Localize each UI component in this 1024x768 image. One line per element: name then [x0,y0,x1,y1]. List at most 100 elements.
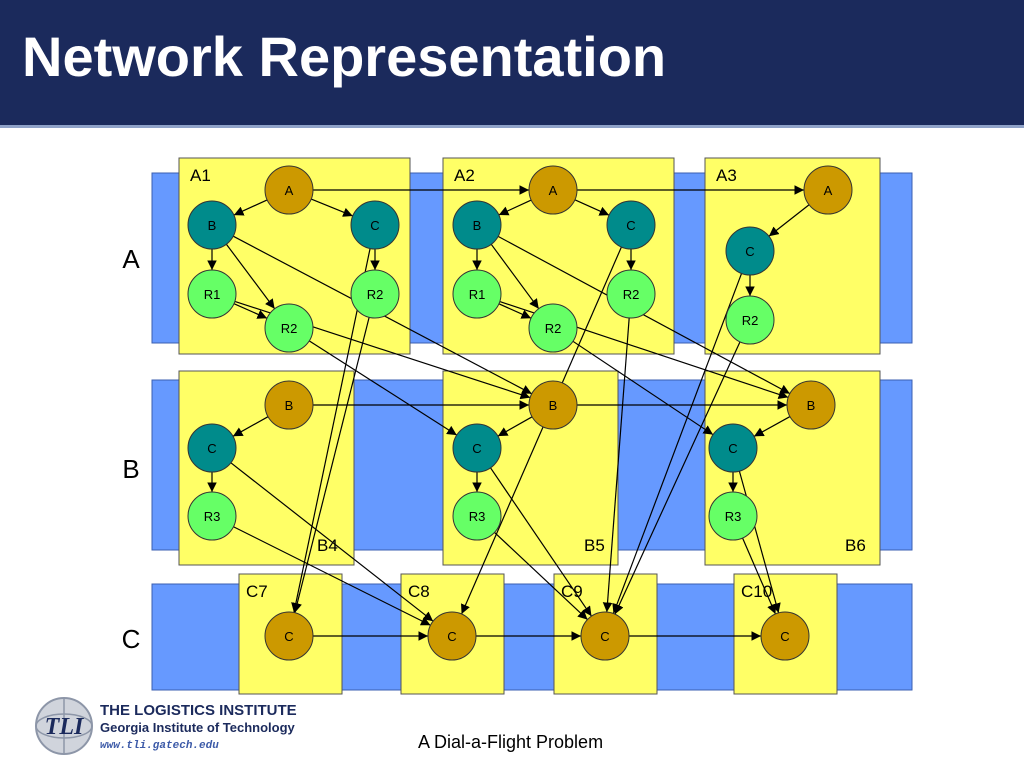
node-label: R2 [623,287,640,302]
node-label: R2 [545,321,562,336]
edge-b4_r3-to-c8_c [233,526,431,626]
node-c7_c: C [264,611,314,661]
edge-a2_r2a-to-b6_c [572,340,714,436]
edge-a2_c-to-c8_c [461,246,622,615]
row-label-a: A [122,244,140,274]
node-circle [760,611,810,661]
node-label: R3 [204,509,221,524]
node-label: C [626,218,635,233]
node-circle [264,380,314,430]
page-title: Network Representation [22,25,667,88]
node-a3_c: C [725,226,775,276]
box-label-b4: B4 [317,536,338,555]
edge-a3_c-to-c9_c [612,273,743,614]
node-label: R3 [725,509,742,524]
logo-subtitle: Georgia Institute of Technology [100,720,295,735]
node-label: C [472,441,481,456]
edge-a1_r2a-to-b5_c [308,340,458,436]
box-label-a1: A1 [190,166,211,185]
node-a1_a: A [264,165,314,215]
box-label-a2: A2 [454,166,475,185]
node-b4_r3: R3 [187,491,237,541]
node-label: A [285,183,294,198]
node-circle [528,165,578,215]
node-circle [708,423,758,473]
edge-a1_b-to-a1_r2a [225,243,276,310]
node-b4_c: C [187,423,237,473]
row-label-b: B [122,454,139,484]
node-a3_a: A [803,165,853,215]
node-label: R1 [204,287,221,302]
edge-b5_b-to-b5_c [497,416,533,437]
node-a2_r2a: R2 [528,303,578,353]
row-label-c: C [122,624,141,654]
node-label: R1 [469,287,486,302]
node-b5_c: C [452,423,502,473]
node-label: B [208,218,217,233]
node-c8_c: C [427,611,477,661]
node-label: B [473,218,482,233]
node-a2_r2b: R2 [606,269,656,319]
edge-b6_c-to-c10_c [738,470,781,614]
node-label: R2 [281,321,298,336]
logo-emblem-text: TLI [45,714,85,740]
edge-b4_b-to-b4_c [232,416,269,437]
node-circle [580,611,630,661]
node-circle [803,165,853,215]
node-b5_r3: R3 [452,491,502,541]
node-b6_b: B [786,380,836,430]
node-circle [725,226,775,276]
node-circle [264,611,314,661]
node-circle [528,380,578,430]
edge-a3_r2-to-c9_c [614,341,741,615]
node-circle [264,165,314,215]
logo-title: THE LOGISTICS INSTITUTE [100,702,297,719]
edge-b6_r3-to-c10_c [741,537,777,615]
node-label: R2 [742,313,759,328]
node-a2_b: B [452,200,502,250]
node-circle [606,200,656,250]
node-circle [187,423,237,473]
node-circle [350,200,400,250]
node-circle [606,269,656,319]
node-circle [427,611,477,661]
node-circle [452,200,502,250]
edge-a2_b-to-b6_b [497,235,791,395]
node-a1_r2a: R2 [264,303,314,353]
slide-caption: A Dial-a-Flight Problem [418,732,604,752]
node-circle [452,423,502,473]
node-a1_c: C [350,200,400,250]
node-label: C [745,244,754,259]
box-label-c10: C10 [741,582,772,601]
node-circle [528,303,578,353]
node-label: C [728,441,737,456]
edge-a2_b-to-a2_r2a [490,243,540,310]
box-label-a3: A3 [716,166,737,185]
node-b5_b: B [528,380,578,430]
node-label: A [549,183,558,198]
node-label: R3 [469,509,486,524]
edge-a1_r1-to-a1_r2a [233,303,268,319]
title-bar: Network Representation [0,0,1024,128]
edge-b5_c-to-c9_c [490,467,592,617]
edge-a2_a-to-a2_b [498,199,532,216]
node-label: C [780,629,789,644]
node-label: B [549,398,558,413]
node-b6_r3: R3 [708,491,758,541]
node-circle [725,295,775,345]
node-label: B [285,398,294,413]
edge-b4_c-to-c8_c [230,462,434,622]
box-label-c7: C7 [246,582,268,601]
box-label-b6: B6 [845,536,866,555]
node-c10_c: C [760,611,810,661]
node-label: B [807,398,816,413]
node-circle [350,269,400,319]
node-b6_c: C [708,423,758,473]
node-circle [187,491,237,541]
node-label: C [207,441,216,456]
node-a3_r2: R2 [725,295,775,345]
node-label: C [600,629,609,644]
node-c9_c: C [580,611,630,661]
box-label-b5: B5 [584,536,605,555]
